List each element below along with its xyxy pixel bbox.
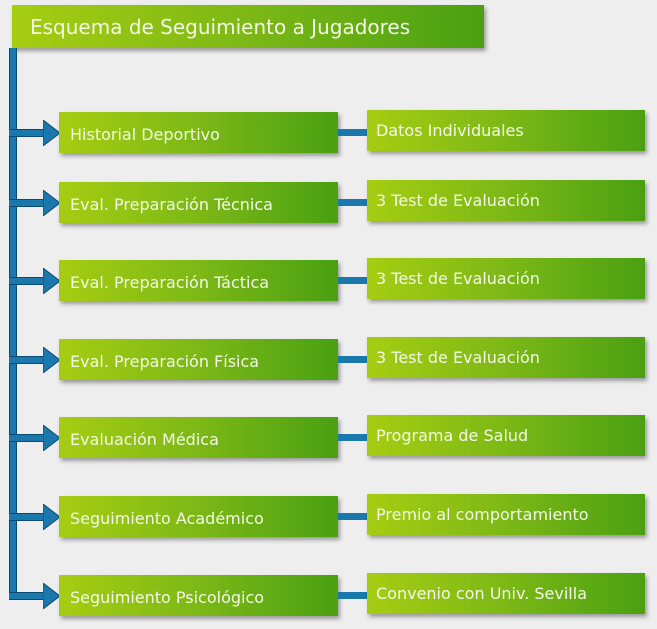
detail-box: 3 Test de Evaluación bbox=[367, 337, 645, 378]
detail-connector bbox=[338, 356, 367, 363]
branch-connector bbox=[9, 434, 45, 442]
branch-connector bbox=[9, 199, 45, 207]
detail-connector bbox=[338, 513, 367, 520]
detail-box: Premio al comportamiento bbox=[367, 494, 645, 535]
branch-connector bbox=[9, 356, 45, 364]
branch-connector bbox=[9, 129, 45, 137]
detail-box: Programa de Salud bbox=[367, 415, 645, 456]
area-box: Seguimiento Académico bbox=[59, 496, 338, 537]
detail-box: 3 Test de Evaluación bbox=[367, 258, 645, 299]
detail-connector bbox=[338, 129, 367, 136]
detail-box: 3 Test de Evaluación bbox=[367, 180, 645, 221]
branch-connector bbox=[9, 592, 45, 600]
diagram-title: Esquema de Seguimiento a Jugadores bbox=[12, 5, 484, 48]
arrow-right-icon bbox=[43, 268, 60, 294]
branch-connector bbox=[9, 277, 45, 285]
arrow-right-icon bbox=[43, 583, 60, 609]
arrow-right-icon bbox=[43, 190, 60, 216]
area-box: Historial Deportivo bbox=[59, 112, 338, 153]
arrow-right-icon bbox=[43, 120, 60, 146]
detail-box: Datos Individuales bbox=[367, 110, 645, 151]
detail-connector bbox=[338, 277, 367, 284]
area-box: Eval. Preparación Técnica bbox=[59, 182, 338, 223]
area-box: Evaluación Médica bbox=[59, 417, 338, 458]
area-box: Eval. Preparación Física bbox=[59, 339, 338, 380]
detail-connector bbox=[338, 434, 367, 441]
area-box: Eval. Preparación Táctica bbox=[59, 260, 338, 301]
branch-connector bbox=[9, 513, 45, 521]
detail-connector bbox=[338, 199, 367, 206]
detail-connector bbox=[338, 592, 367, 599]
detail-box: Convenio con Univ. Sevilla bbox=[367, 573, 645, 614]
area-box: Seguimiento Psicológico bbox=[59, 575, 338, 616]
arrow-right-icon bbox=[43, 504, 60, 530]
arrow-right-icon bbox=[43, 425, 60, 451]
arrow-right-icon bbox=[43, 347, 60, 373]
